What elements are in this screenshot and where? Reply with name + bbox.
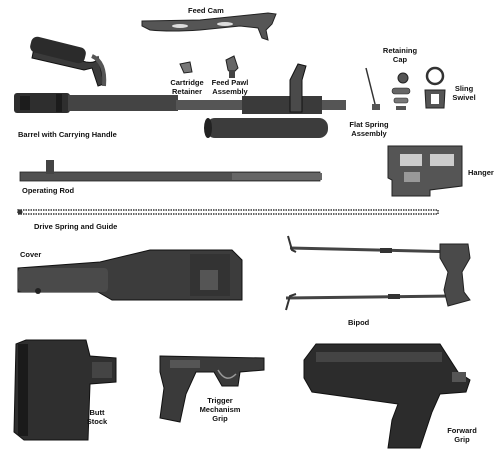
sling-swivel-part [424, 66, 446, 109]
label-flat-spring-line2: Assembly [351, 129, 387, 138]
label-forward-grip: Forward Grip [442, 426, 482, 444]
cartridge-retainer-part [179, 61, 193, 74]
label-trigger-line3: Grip [212, 414, 228, 423]
operating-rod-part [19, 160, 322, 182]
label-butt-stock: Butt Stock [82, 408, 112, 426]
label-operating-rod: Operating Rod [22, 186, 75, 195]
label-retaining-cap-line1: Retaining [382, 46, 418, 55]
butt-stock-part [13, 339, 117, 441]
label-feed-cam: Feed Cam [188, 6, 224, 15]
flat-spring-assembly-part [365, 67, 380, 110]
retaining-cap-part [391, 72, 411, 110]
label-feed-pawl-assembly: Feed Pawl Assembly [208, 78, 252, 96]
hanger-part [387, 145, 463, 197]
label-drive-spring-and-guide: Drive Spring and Guide [34, 222, 118, 231]
label-forward-grip-line2: Grip [454, 435, 470, 444]
label-cartridge-retainer-line2: Retainer [171, 87, 202, 96]
label-trigger-line1: Trigger [207, 396, 233, 405]
label-trigger-line2: Mechanism [199, 405, 241, 414]
label-barrel-with-carrying-handle: Barrel with Carrying Handle [18, 130, 117, 139]
barrel-with-carrying-handle-part [14, 36, 346, 138]
label-flat-spring-line1: Flat Spring [349, 120, 389, 129]
label-butt-stock-line1: Butt [89, 408, 105, 417]
label-sling-swivel: Sling Swivel [446, 84, 482, 102]
label-feed-pawl-line1: Feed Pawl [211, 78, 249, 87]
label-cover: Cover [20, 250, 42, 259]
bipod-part [285, 235, 471, 311]
feed-pawl-assembly-part [225, 55, 239, 78]
forward-grip-part [303, 343, 471, 449]
label-hanger: Hanger [468, 168, 494, 177]
label-forward-grip-line1: Forward [447, 426, 477, 435]
cover-part [17, 249, 243, 301]
trigger-mechanism-grip-part [159, 355, 265, 423]
drive-spring-and-guide-part [17, 209, 439, 215]
label-retaining-cap-line2: Cap [392, 55, 408, 64]
label-feed-pawl-line2: Assembly [212, 87, 248, 96]
feed-cam-part [141, 12, 277, 41]
label-flat-spring-assembly: Flat Spring Assembly [344, 120, 394, 138]
label-sling-swivel-line1: Sling [454, 84, 474, 93]
label-butt-stock-line2: Stock [86, 417, 108, 426]
label-bipod: Bipod [348, 318, 370, 327]
label-sling-swivel-line2: Swivel [452, 93, 476, 102]
label-trigger-mechanism-grip: Trigger Mechanism Grip [196, 396, 244, 423]
label-retaining-cap: Retaining Cap [380, 46, 420, 64]
label-cartridge-retainer-line1: Cartridge [170, 78, 204, 87]
label-cartridge-retainer: Cartridge Retainer [166, 78, 208, 96]
